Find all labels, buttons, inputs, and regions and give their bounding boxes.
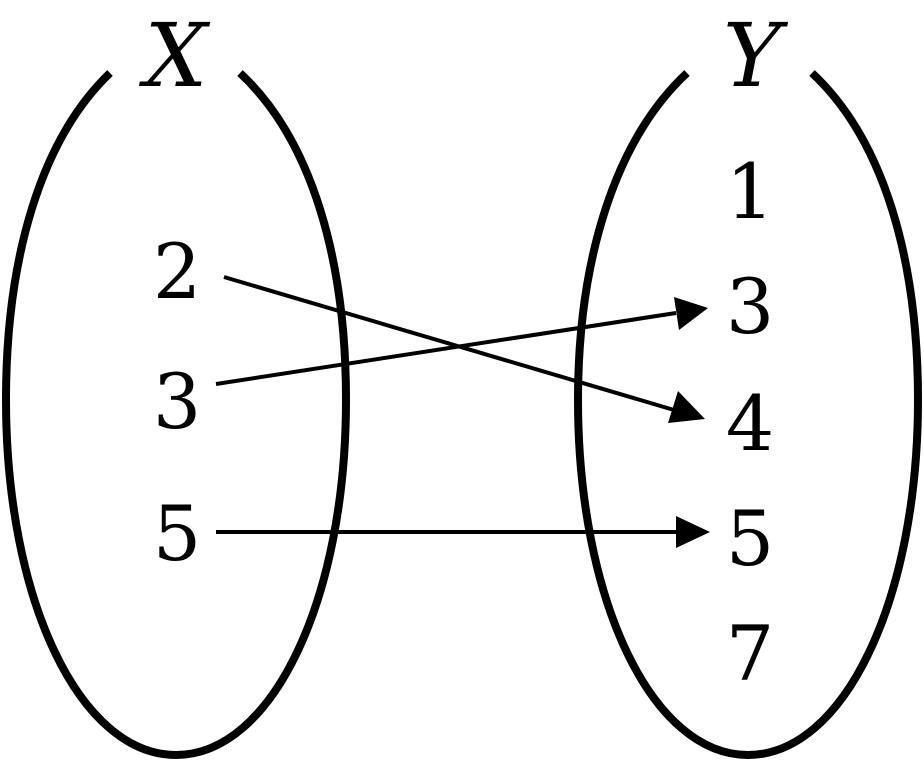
arrow-5-to-5 — [216, 516, 710, 548]
y-element-1: 1 — [726, 147, 774, 236]
set-y-label: Y — [723, 4, 789, 107]
set-x-label: X — [139, 4, 211, 107]
arrow-2-to-4 — [223, 275, 705, 423]
y-element-7: 7 — [726, 609, 774, 698]
arrow-3-to-3 — [215, 297, 708, 386]
set-y-outline — [573, 70, 923, 760]
set-x-outline — [1, 70, 351, 760]
x-element-2: 2 — [153, 227, 201, 316]
arrow-2-to-4-head — [668, 391, 705, 423]
x-element-5: 5 — [153, 489, 201, 578]
y-element-5: 5 — [726, 494, 774, 583]
arrow-3-to-3-shaft — [215, 311, 677, 386]
arrow-2-to-4-shaft — [223, 275, 675, 412]
x-element-3: 3 — [153, 357, 201, 446]
y-element-3: 3 — [726, 262, 774, 351]
arrow-5-to-5-head — [676, 516, 710, 548]
y-element-4: 4 — [726, 379, 774, 468]
arrow-3-to-3-head — [674, 297, 708, 330]
